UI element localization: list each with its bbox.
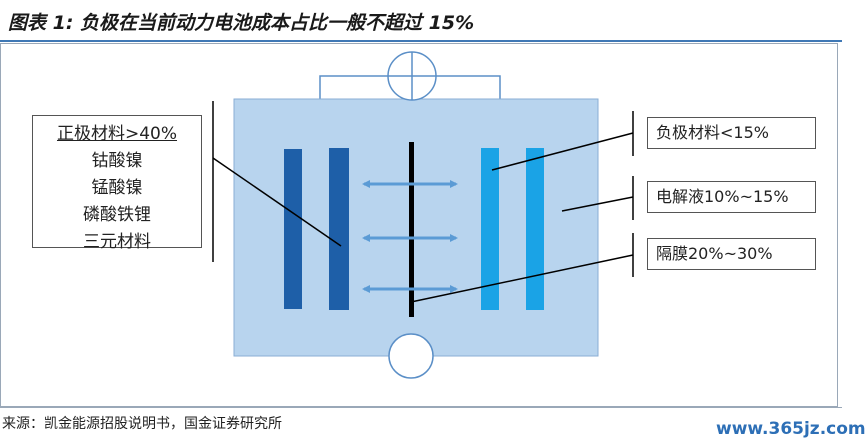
negative-electrode-2 xyxy=(526,148,544,310)
battery-diagram xyxy=(212,51,634,379)
positive-item: 磷酸铁锂 xyxy=(83,205,151,225)
positive-item: 钴酸镍 xyxy=(91,151,143,171)
negative-leader xyxy=(491,132,634,171)
title-bar: 图表 1: 负极在当前动力电池成本占比一般不超过 15% xyxy=(0,0,842,40)
negative-material-box: 负极材料<15% xyxy=(647,117,816,149)
positive-electrode-2 xyxy=(329,148,349,310)
negative-label: 负极材料<15% xyxy=(656,123,769,142)
positive-item: 三元材料 xyxy=(83,232,151,252)
positive-leader xyxy=(212,157,342,247)
source-note: 来源：凯金能源招股说明书，国金证券研究所 xyxy=(2,416,282,432)
figure-title: 图表 1: 负极在当前动力电池成本占比一般不超过 15% xyxy=(8,12,475,34)
separator-label: 隔膜20%~30% xyxy=(656,244,773,263)
electrolyte-leader xyxy=(561,196,634,212)
negative-electrode-1 xyxy=(481,148,499,310)
positive-heading: 正极材料>40% xyxy=(56,124,178,144)
positive-material-box: 正极材料>40% 钴酸镍 锰酸镍 磷酸铁锂 三元材料 xyxy=(32,115,202,252)
separator xyxy=(409,142,414,317)
electrolyte-box: 电解液10%~15% xyxy=(647,181,816,213)
watermark: www.365jz.com xyxy=(716,419,866,439)
electrolyte-label: 电解液10%~15% xyxy=(656,187,789,206)
figure-frame xyxy=(0,43,838,407)
separator-leader xyxy=(410,254,634,303)
source-rule xyxy=(0,407,842,408)
separator-box: 隔膜20%~30% xyxy=(647,238,816,270)
load-circle xyxy=(388,333,434,379)
meter-icon xyxy=(387,51,437,101)
positive-electrode-1 xyxy=(284,149,302,309)
positive-item: 锰酸镍 xyxy=(91,178,143,198)
title-rule xyxy=(0,40,842,42)
